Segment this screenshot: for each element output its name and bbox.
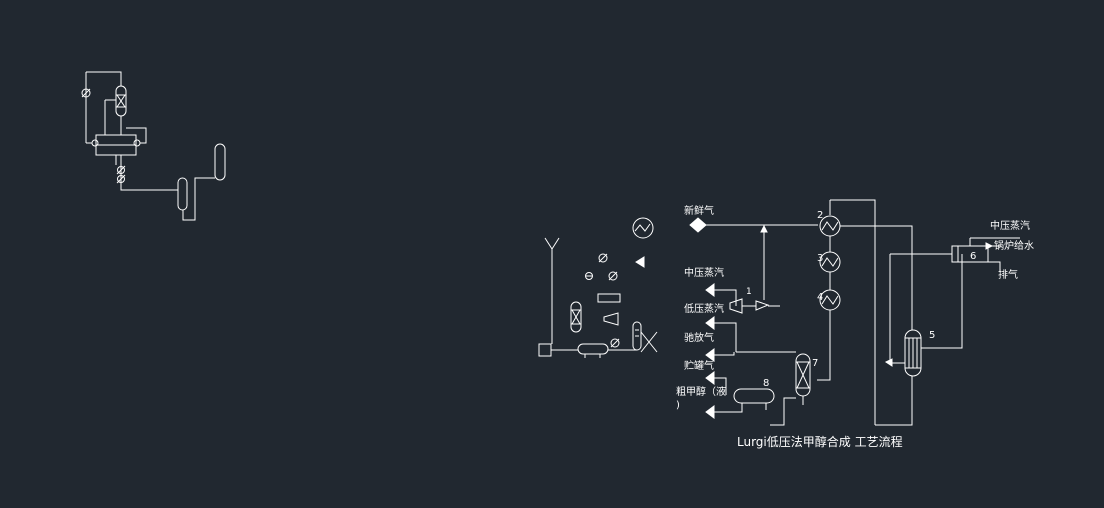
symbol-legend <box>538 217 658 358</box>
equipment-number-5: 5 <box>929 330 935 341</box>
stream-arrow-flash-gas-icon <box>705 371 715 385</box>
cross-symbol-icon <box>640 331 658 353</box>
compressor-1-icon <box>729 298 780 314</box>
valve-symbol-icon <box>610 338 620 348</box>
label-flash-gas: 贮罐气 <box>684 359 714 372</box>
sketch-valve-mid-icon <box>116 165 126 184</box>
horizontal-drum-icon <box>577 343 609 358</box>
separator-7-icon <box>795 353 811 397</box>
label-crude-methanol: 粗甲醇（液 <box>676 385 726 398</box>
sketch-drum-icon <box>177 177 188 211</box>
reactor-5-icon <box>904 329 922 377</box>
label-purge-gas: 驰放气 <box>684 331 714 344</box>
label-mp-steam-out: 中压蒸汽 <box>990 219 1030 232</box>
flow-arrow-icon <box>985 242 994 250</box>
label-lp-steam: 低压蒸汽 <box>684 302 724 315</box>
compressor-symbol-icon <box>603 312 619 326</box>
top-left-flow-sketch <box>81 71 226 221</box>
sketch-column-icon <box>115 85 127 117</box>
stream-arrow-crude-methanol-icon <box>705 405 715 419</box>
lurgi-process-flow <box>689 199 1020 426</box>
stream-arrow-lp-steam-icon <box>705 316 715 330</box>
valve-symbol-icon <box>585 272 593 280</box>
vent-stack-icon <box>544 237 560 344</box>
equipment-number-7: 7 <box>812 358 818 369</box>
tank-symbol-icon <box>632 321 642 351</box>
flash-drum-8-icon <box>733 388 775 410</box>
sketch-heat-exchanger-icon <box>95 134 137 156</box>
sketch-tall-vessel-icon <box>214 143 226 181</box>
label-crude-methanol-close: ) <box>676 400 680 411</box>
valve-symbol-icon <box>598 253 608 263</box>
label-vent-gas: 排气 <box>998 268 1018 281</box>
sketch-nozzle-icon <box>91 139 99 147</box>
equipment-number-6: 6 <box>970 251 976 262</box>
equipment-number-1: 1 <box>746 287 752 297</box>
box-symbol-icon <box>538 343 552 357</box>
reactor-symbol-icon <box>570 301 582 333</box>
equipment-number-8: 8 <box>763 378 769 389</box>
sketch-valve-left-icon <box>81 88 91 98</box>
valve-symbol-icon <box>608 271 618 281</box>
heat-exchanger-circle-icon <box>632 217 654 239</box>
diagram-title: Lurgi低压法甲醇合成 工艺流程 <box>737 434 903 449</box>
equipment-number-4: 4 <box>817 292 823 303</box>
stream-arrow-purge-gas-icon <box>705 348 715 362</box>
label-mp-steam-in: 中压蒸汽 <box>684 266 724 279</box>
flow-arrow-icon <box>760 224 768 233</box>
label-fresh-gas: 新鲜气 <box>684 204 714 217</box>
label-boiler-feed-water: 锅炉给水 <box>994 239 1034 252</box>
stream-arrow-fresh-gas-icon <box>689 217 707 233</box>
flow-arrow-icon <box>885 358 893 367</box>
flow-arrow-icon <box>635 256 645 268</box>
equipment-number-3: 3 <box>817 253 823 264</box>
stream-arrow-mp-steam-icon <box>705 283 715 297</box>
sketch-nozzle-icon <box>133 139 141 147</box>
equipment-number-2: 2 <box>817 210 823 221</box>
rectangle-symbol-icon <box>597 293 621 303</box>
